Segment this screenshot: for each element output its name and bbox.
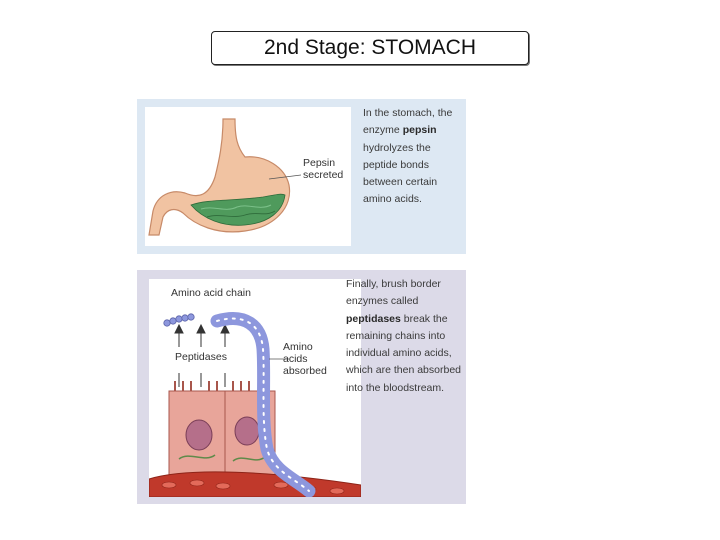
pepsin-label: Pepsin secreted — [303, 157, 343, 181]
gastric-texture-2 — [206, 210, 276, 218]
intestine-desc-part2: break the remaining chains into individu… — [346, 312, 461, 394]
amino-acid-chain — [163, 313, 195, 327]
absorbed-label-line2: acids — [283, 353, 308, 365]
chain-label: Amino acid chain — [171, 287, 251, 299]
slide-title: 2nd Stage: STOMACH — [211, 31, 529, 65]
stomach-desc-bold: pepsin — [402, 124, 437, 137]
absorbed-amino-acids — [216, 317, 310, 492]
intestine-figure: Amino acid chain Peptidases Amino acids … — [149, 279, 361, 497]
pepsin-label-line1: Pepsin — [303, 157, 336, 169]
pepsin-pointer — [268, 174, 302, 180]
absorbed-label: Amino acids absorbed — [283, 341, 327, 377]
stomach-panel: Pepsin secreted In the stomach, the enzy… — [137, 99, 466, 254]
gastric-texture — [200, 204, 272, 210]
gastric-juice — [190, 193, 286, 226]
intestine-desc-bold: peptidases — [346, 312, 401, 325]
intestine-illustration — [149, 312, 361, 497]
stomach-illustration — [148, 118, 302, 236]
peptidase-arrows — [174, 323, 230, 387]
blood-vessel — [149, 471, 361, 497]
absorbed-label-line1: Amino — [283, 341, 313, 353]
stomach-description: In the stomach, the enzyme pepsin hydrol… — [363, 105, 463, 209]
stomach-desc-part1: In the stomach, the enzyme — [363, 107, 453, 137]
stomach-figure: Pepsin secreted — [145, 107, 351, 246]
stomach-desc-part2: hydrolyzes the peptide bonds between cer… — [363, 141, 438, 206]
intestine-desc-part1: Finally, brush border enzymes called — [346, 278, 441, 308]
peptidases-label: Peptidases — [175, 351, 227, 363]
pepsin-label-line2: secreted — [303, 169, 344, 181]
intestine-description: Finally, brush border enzymes called pep… — [346, 276, 464, 397]
absorbed-label-line3: absorbed — [283, 365, 327, 377]
intestine-panel: Amino acid chain Peptidases Amino acids … — [137, 270, 466, 504]
